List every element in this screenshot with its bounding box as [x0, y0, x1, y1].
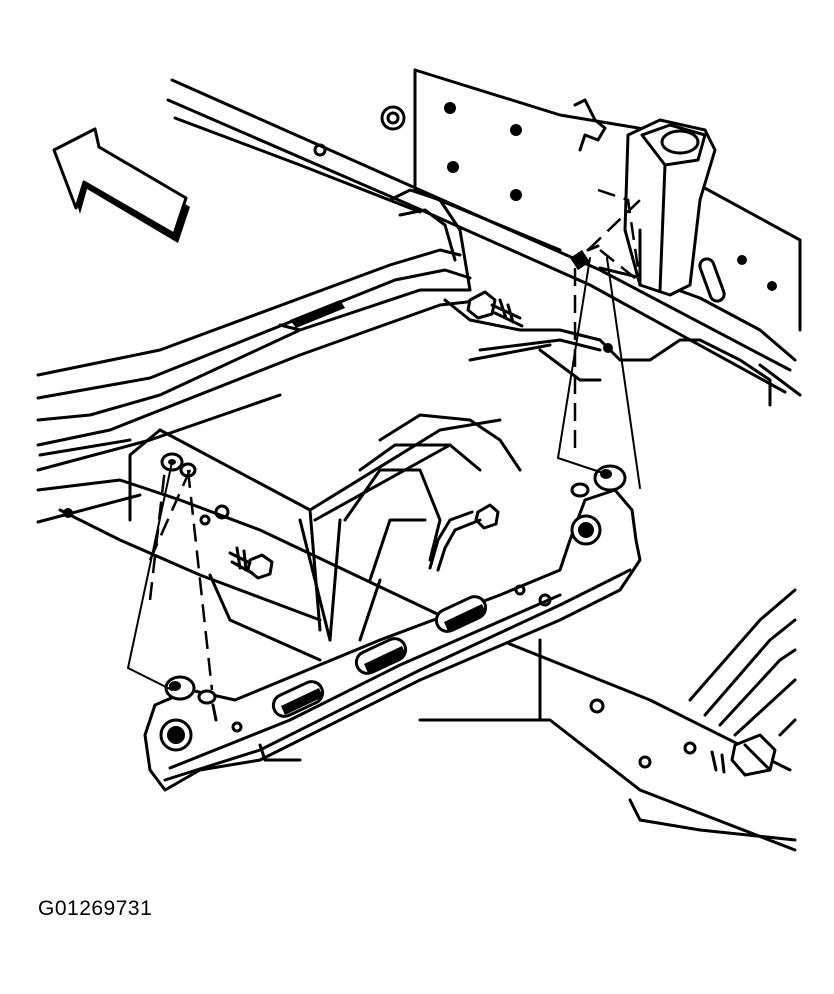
skid-plate	[143, 488, 642, 792]
forward-arrow-icon	[52, 127, 190, 243]
nut-right	[570, 464, 627, 498]
right-frame-rail	[688, 588, 797, 777]
nut-left	[164, 675, 217, 705]
bolt-lower-left	[228, 546, 274, 580]
plate-slot	[354, 637, 408, 675]
tank-body	[128, 298, 702, 642]
upper-frame-rail	[166, 78, 797, 394]
plate-slot	[434, 595, 488, 633]
alignment-guides	[127, 188, 642, 691]
bolt-middle	[428, 503, 500, 572]
plate-slot	[271, 680, 325, 718]
figure-id-label: G01269731	[38, 897, 153, 920]
bolt-upper	[466, 290, 524, 328]
frame-crossmember	[380, 68, 802, 407]
left-frame-rail	[36, 188, 487, 524]
lower-frame-beam	[36, 478, 797, 852]
